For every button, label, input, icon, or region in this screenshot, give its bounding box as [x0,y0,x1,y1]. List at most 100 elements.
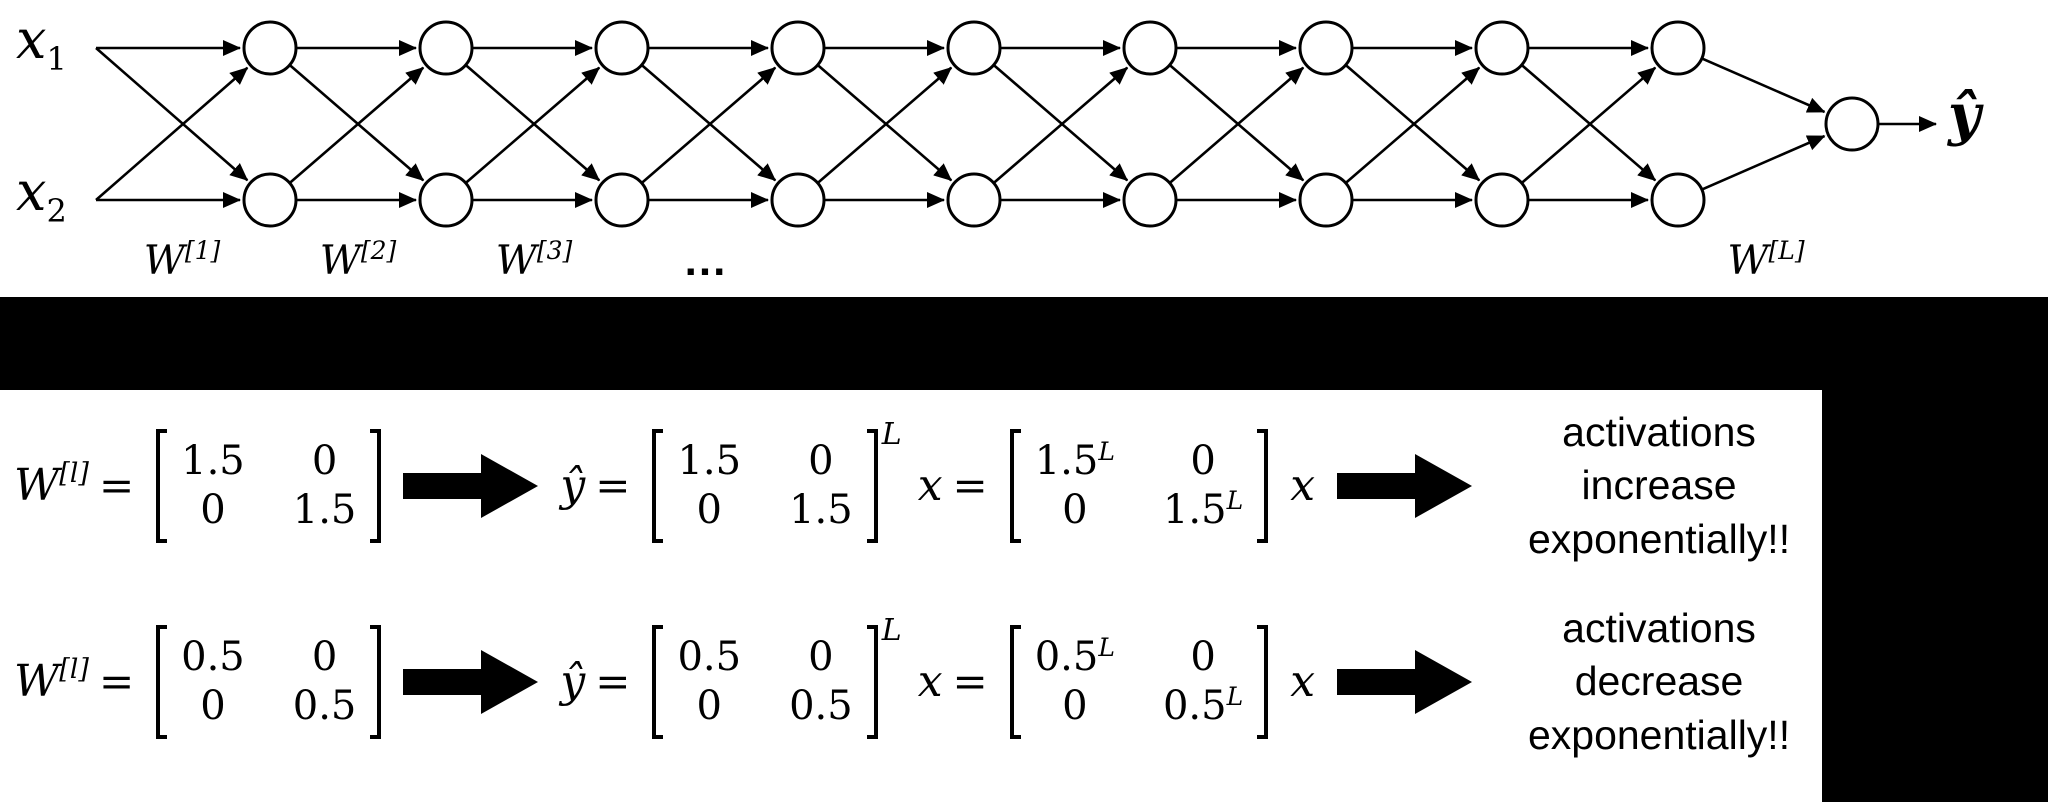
neuron-node [946,20,1002,76]
arrow-head [481,649,539,714]
w-superscript: [l] [59,458,89,490]
matrix-cell: 1.5L [1163,486,1243,535]
matrix-cells: 1.5 0 0 1.5 [167,429,370,543]
matrix-right-bracket [370,625,382,739]
matrix-left-bracket [652,625,664,739]
matrix-cell: 1.5 [292,486,357,533]
connection-arrow [95,47,249,182]
neuron-node [418,20,474,76]
ellipsis-label: ... [684,236,728,285]
matrix-left-bracket [156,625,168,739]
weight-label-L: W[L] [1727,238,1804,284]
matrix-right-bracket [370,429,382,543]
w1-base: W [143,238,185,284]
matrix-cell: 0 [200,682,226,729]
x-symbol: x [917,656,943,708]
equals-sign: = [952,657,988,707]
equals-sign: = [595,657,631,707]
matrix-exponent: L [881,613,902,649]
arrow-head [1415,649,1473,714]
neuron-node [1474,20,1530,76]
connection-arrow [288,64,425,182]
matrix-cell: 0 [1190,634,1216,681]
arrow-head [481,453,539,518]
w2-base: W [319,238,361,284]
x-symbol: x [917,460,943,512]
x-equals: x = [918,656,988,707]
right-black-column [1822,390,2048,802]
neuron-node [1298,172,1354,228]
matrix-cell: 1.5 [181,438,245,485]
w1-superscript: [1] [184,236,221,265]
matrix-cell: 0 [808,634,834,681]
separator-band [0,297,2048,390]
x-symbol: x [1290,656,1316,708]
neuron-node [946,172,1002,228]
arrow-shaft [403,472,482,499]
connection-arrow [816,64,953,182]
connection-arrow [816,66,953,184]
matrix-cell: 0.5 [181,634,245,681]
cell-exponent: L [1226,485,1244,515]
w-symbol: W [14,460,60,512]
cell-exponent: L [1098,633,1115,663]
neuron-node [1122,172,1178,228]
output-node [1824,96,1880,152]
matrix-w-power-L: 0.5 0 0 0.5 L [652,613,902,739]
connection-arrow [288,66,425,184]
w-symbol: W [14,656,60,708]
note-line-1: activations [1562,605,1756,651]
equals-sign: = [952,461,988,511]
x1-subscript: 1 [46,40,67,78]
connection-arrow [1344,64,1481,182]
input-label-x2: x2 [16,160,67,227]
weight-label-1: W[1] [144,238,221,284]
matrix-cell: 1.5L [1035,437,1115,486]
arrow-head [1415,453,1473,518]
neuron-node [242,20,298,76]
wL-superscript: [L] [1768,236,1805,265]
arrow-shaft [403,668,482,695]
implies-arrow-icon [403,649,539,714]
note-line-3: exponentially!! [1527,711,1791,758]
w2-superscript: [2] [360,236,397,265]
cell-base: 1.5 [1162,486,1227,533]
matrix-right-bracket [1257,625,1269,739]
cell-base: 0.5 [1162,682,1227,729]
connection-arrow [1520,66,1657,184]
matrix-cell: 0.5 [292,682,357,729]
network-diagram [95,20,1937,228]
matrix-cell: 0 [200,486,226,533]
neuron-node [594,172,650,228]
equals-sign: = [98,657,135,707]
x2-base: x [16,160,47,223]
connection-arrow [640,64,777,182]
connection-arrow [640,66,777,184]
implies-arrow-icon [403,453,539,518]
output-label-yhat: ŷ [1948,82,1981,148]
equations-panel: W[l] = 1.5 0 0 1.5 ŷ = 1.5 0 0 1.5 [0,390,1822,802]
matrix-cell: 0.5 [677,634,742,681]
neuron-node [418,172,474,228]
x1-base: x [16,8,47,71]
equation-row-increase: W[l] = 1.5 0 0 1.5 ŷ = 1.5 0 0 1.5 [14,406,1824,566]
matrix-right-bracket [866,429,878,543]
matrix-right-bracket [1257,429,1269,543]
yhat-symbol: ŷ [560,460,586,512]
cell-base: 0.5 [1034,634,1099,681]
x2-subscript: 2 [46,192,67,230]
matrix-w: 1.5 0 0 1.5 [156,429,382,543]
matrix-cell: 0 [1062,682,1088,729]
matrix-cell: 0 [696,486,722,533]
neuron-node [242,172,298,228]
matrix-cell: 0 [696,682,722,729]
connection-arrow [1168,64,1305,182]
matrix-cell: 0.5L [1163,682,1243,731]
matrix-left-bracket [1009,625,1021,739]
note-line-2: decrease [1574,658,1744,705]
connection-arrow [1701,134,1826,191]
w3-base: W [495,238,537,284]
w3-superscript: [3] [536,236,573,265]
matrix-cell: 0 [808,438,834,485]
implies-arrow-icon [1337,649,1473,714]
